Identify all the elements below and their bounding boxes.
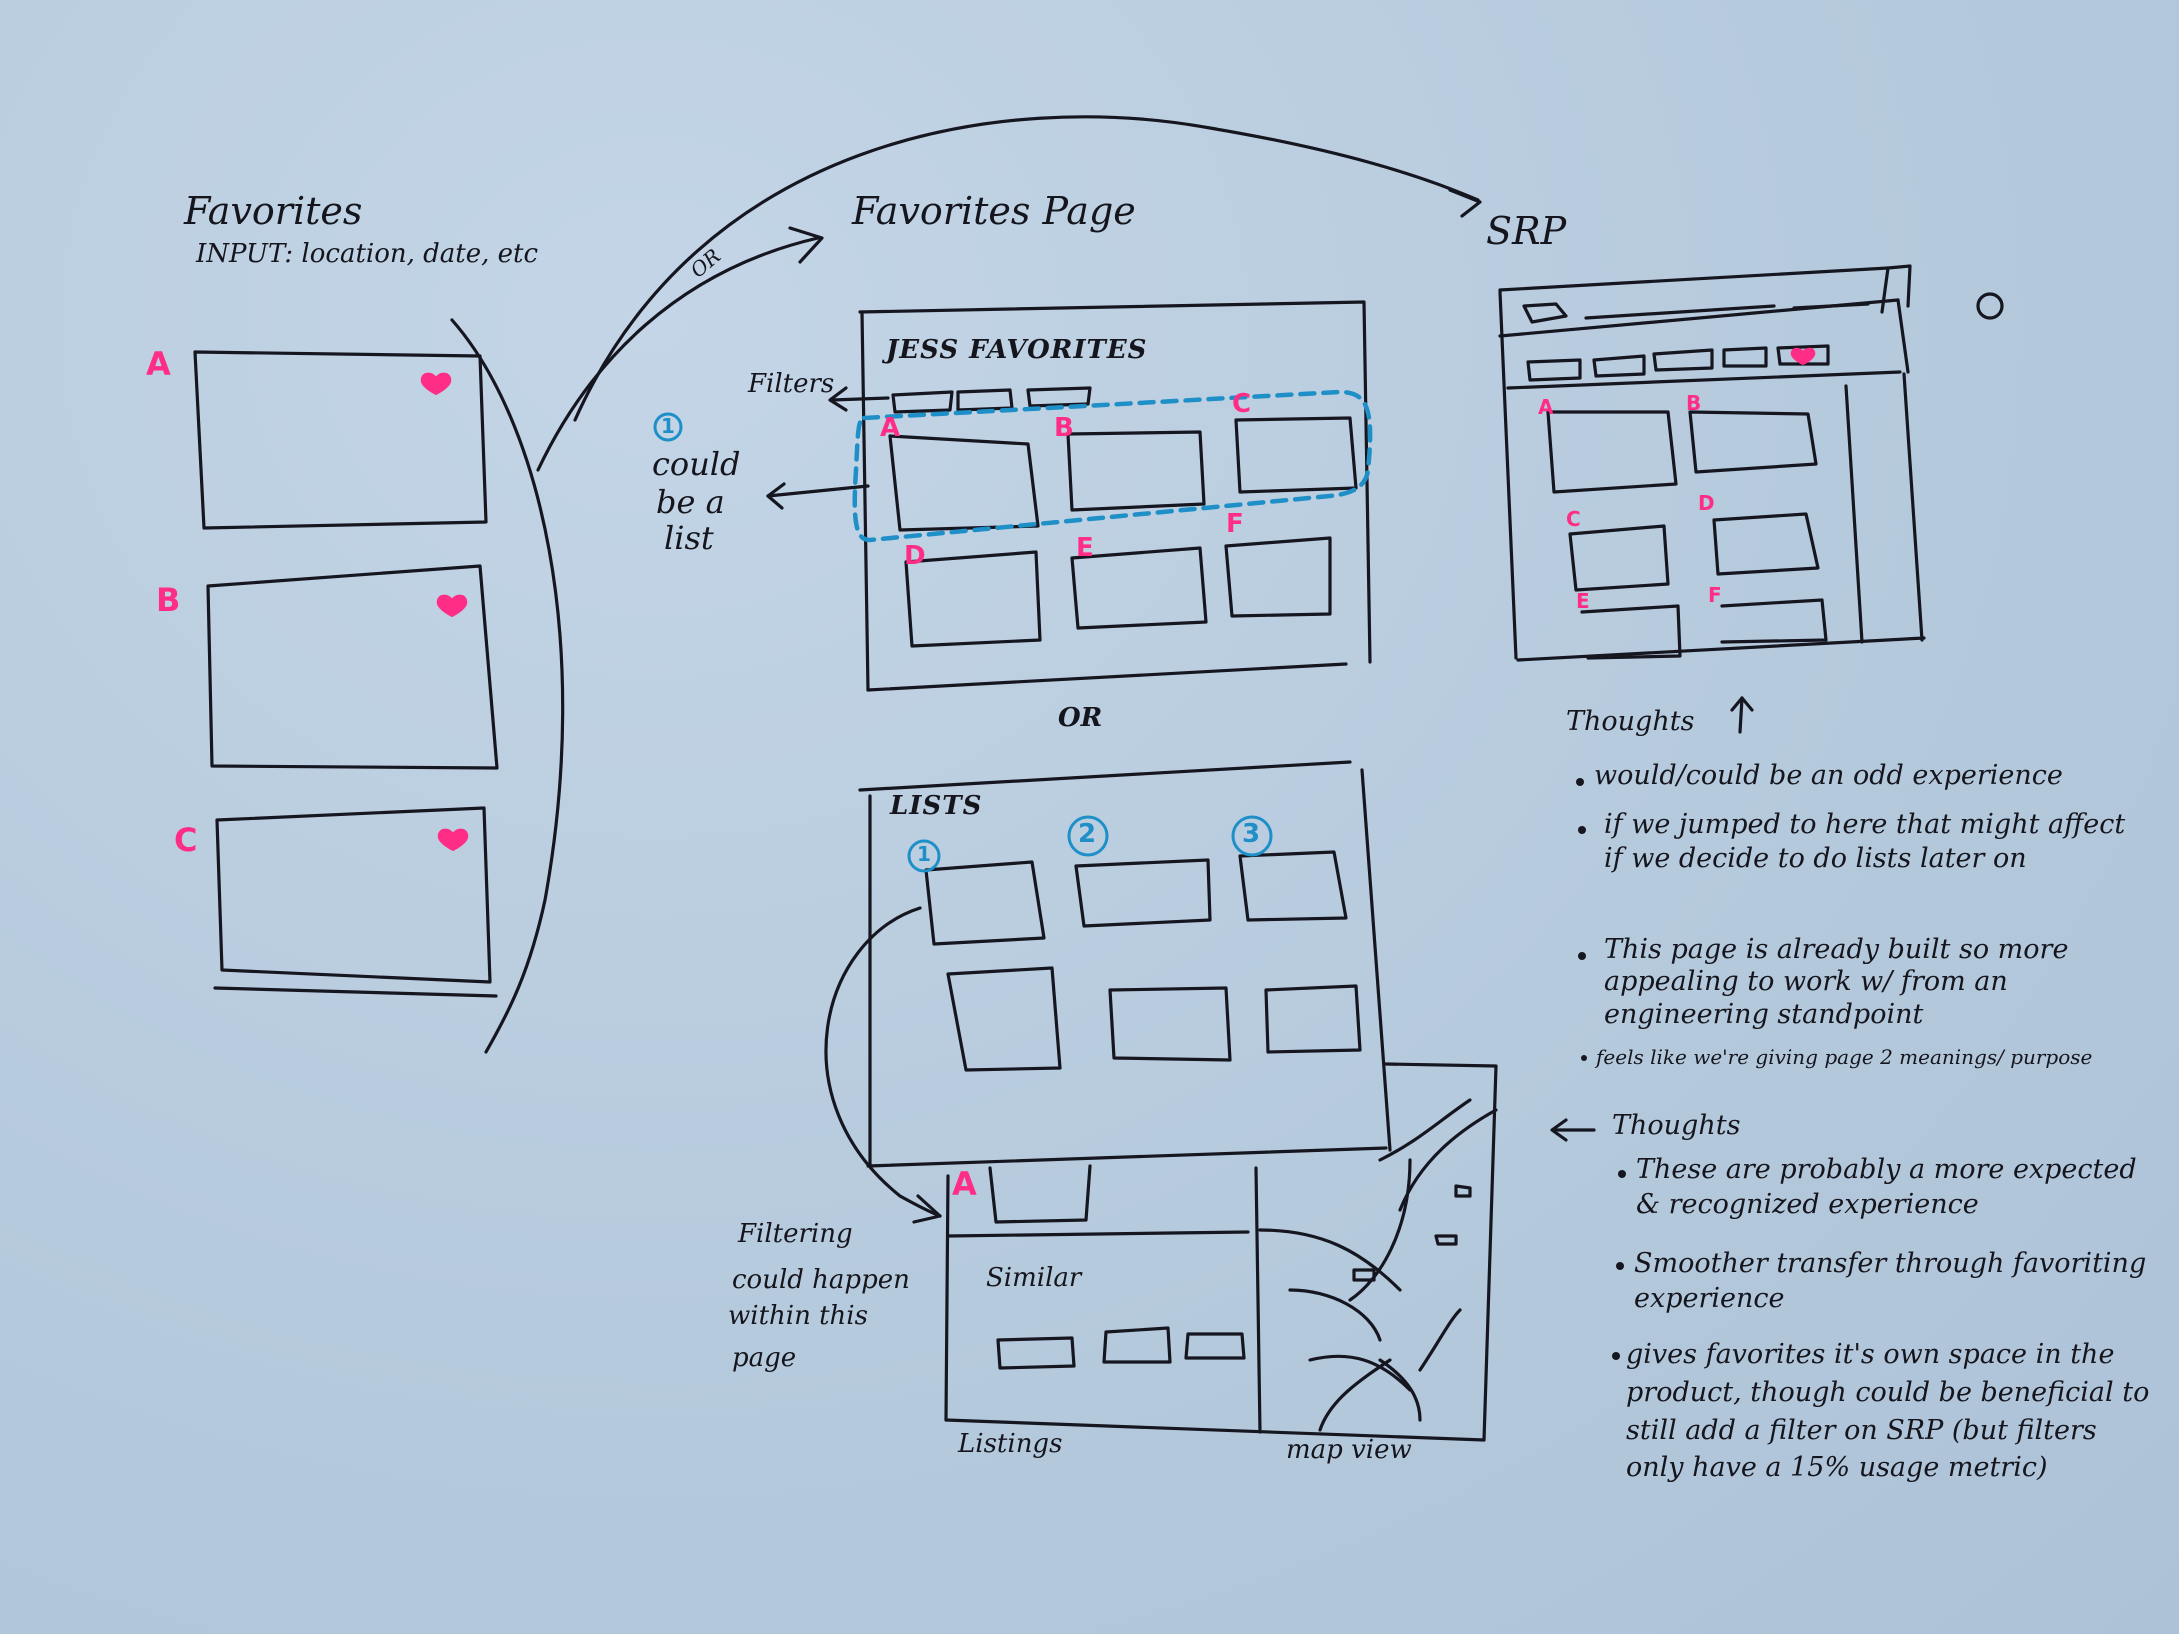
srp-title: SRP: [1486, 209, 1567, 253]
similar-label: Similar: [986, 1263, 1082, 1293]
favorites-title: Favorites: [184, 189, 363, 233]
favorites-input-label: INPUT: location, date, etc: [196, 239, 539, 269]
arrow-to-favorites-page: [536, 236, 820, 472]
srp-grid-letter-d: D: [1698, 491, 1715, 515]
fav-grid-letter-f: F: [1226, 509, 1244, 539]
heart-icon: [420, 372, 452, 395]
note-line-1: could: [652, 445, 741, 483]
srp-grid-letter-b: B: [1686, 391, 1702, 415]
favorites-card-c: [213, 806, 498, 998]
fav-grid-letter-b: B: [1054, 413, 1074, 443]
srp-grid-letter-c: C: [1566, 507, 1581, 531]
thoughts2-item-3: gives favorites it's own space in the pr…: [1626, 1339, 2150, 1484]
map-view-label: map view: [1286, 1435, 1412, 1465]
detail-page-frame: [944, 1062, 1498, 1442]
filtering-note-line-4: page: [732, 1343, 797, 1373]
lists-page-frame: [858, 760, 1392, 1168]
thoughts2-title: Thoughts: [1612, 1110, 1741, 1141]
srp-thought-1: would/could be an odd experience: [1594, 760, 2063, 791]
favorites-page-frame: [858, 300, 1372, 692]
srp-grid-letter-f: F: [1708, 583, 1722, 607]
favorites-card-letter-c: C: [174, 821, 198, 859]
srp-grid-letter-e: E: [1576, 589, 1590, 613]
favorites-card-a: [193, 350, 488, 530]
list-number-2: 2: [1078, 819, 1097, 849]
between-or-label: OR: [1058, 703, 1103, 733]
list-number-circle-3: [1231, 815, 1273, 857]
favorites-card-letter-a: A: [146, 345, 171, 383]
favorites-bracket-arc: [450, 318, 565, 1054]
list-number-1: 1: [917, 842, 931, 866]
list-number-circle-2: [1067, 815, 1109, 857]
list-number-3: 3: [1242, 819, 1261, 849]
srp-frame: [1498, 264, 1926, 662]
arrow-to-srp: [573, 115, 1480, 422]
profile-avatar-icon: [1976, 292, 2004, 320]
srp-grid-letter-a: A: [1538, 395, 1554, 419]
fav-grid-letter-e: E: [1076, 533, 1094, 563]
filters-label: Filters: [748, 369, 835, 399]
favorites-page-header: JESS FAVORITES: [886, 335, 1148, 365]
favorites-card-b: [206, 564, 499, 770]
note-number-circle: [653, 412, 683, 442]
thoughts2-item-1: These are probably a more expected & rec…: [1636, 1154, 2137, 1221]
note-line-3: list: [664, 519, 714, 557]
note-line-2: be a: [656, 483, 725, 521]
favorites-card-letter-b: B: [156, 581, 181, 619]
filtering-note-line-1: Filtering: [738, 1219, 853, 1249]
heart-icon: [436, 594, 468, 617]
listings-label: Listings: [958, 1429, 1063, 1459]
arrow-to-detail: [824, 906, 942, 1218]
note-number: 1: [661, 414, 675, 438]
map-roads: [1258, 1098, 1498, 1432]
heart-icon: [1790, 347, 1816, 365]
list-number-circle-1: [907, 839, 941, 873]
row-selection-dashed: [852, 389, 1373, 543]
filtering-note-line-3: within this: [728, 1301, 868, 1331]
filtering-note-line-2: could happen: [732, 1265, 910, 1295]
fav-grid-letter-c: C: [1232, 389, 1252, 419]
srp-thought-2: if we jumped to here that might affect i…: [1604, 809, 2126, 874]
thoughts2-item-2: Smoother transfer through favoriting exp…: [1634, 1248, 2147, 1315]
lists-page-title: LISTS: [890, 791, 983, 821]
srp-thought-3: This page is already built so more appea…: [1604, 934, 2069, 1030]
srp-thoughts-title: Thoughts: [1566, 706, 1695, 737]
favorites-page-title: Favorites Page: [852, 189, 1136, 233]
heart-icon: [437, 828, 469, 851]
detail-letter-a: A: [952, 1165, 977, 1203]
fav-grid-letter-a: A: [880, 413, 901, 443]
srp-thought-4: feels like we're giving page 2 meanings/…: [1596, 1045, 2093, 1069]
fav-grid-letter-d: D: [904, 541, 926, 571]
